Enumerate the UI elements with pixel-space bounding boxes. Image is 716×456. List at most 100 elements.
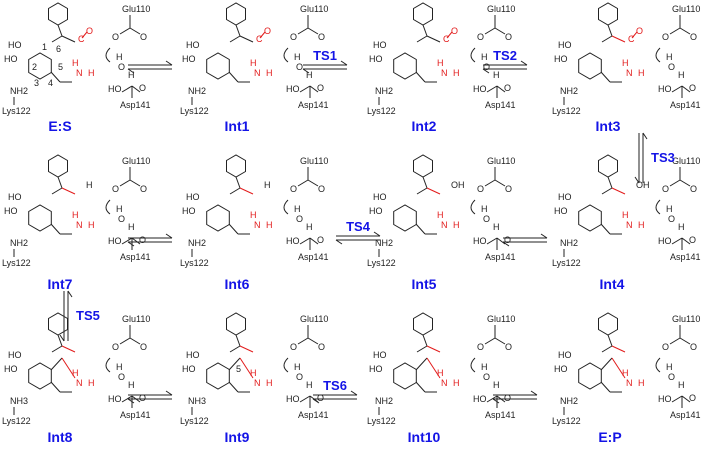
water-hydrogen: H bbox=[678, 70, 685, 80]
phenyl-ring bbox=[413, 2, 433, 26]
bond bbox=[530, 390, 538, 396]
bond bbox=[415, 223, 426, 235]
amine-hydrogen: H bbox=[453, 68, 460, 78]
bond bbox=[307, 179, 319, 187]
hydroxyl-label: HO bbox=[558, 192, 572, 202]
asp141-label: Asp141 bbox=[670, 100, 701, 110]
hydroxyl-label: HO bbox=[182, 54, 196, 64]
asp141-label: Asp141 bbox=[670, 410, 701, 420]
lys-amine: NH3 bbox=[10, 396, 28, 406]
hydroxyl-label: H bbox=[264, 180, 271, 190]
catechol-ring bbox=[28, 204, 52, 232]
water-hydrogen: H bbox=[481, 52, 488, 62]
water-oxygen: O bbox=[668, 214, 675, 224]
amine-hydrogen: H bbox=[72, 368, 79, 378]
water-hydrogen: H bbox=[116, 52, 123, 62]
amine-hydrogen: H bbox=[250, 210, 257, 220]
amine-hydrogen: H bbox=[437, 368, 444, 378]
bond bbox=[671, 85, 683, 93]
equilibrium-arrow: TS3 bbox=[634, 132, 675, 184]
glu-oxygen: O bbox=[140, 342, 147, 352]
bond bbox=[607, 176, 613, 189]
bond bbox=[239, 345, 254, 353]
amine-nitrogen: N bbox=[626, 68, 633, 78]
equilibrium-arrow: TS1 bbox=[302, 48, 348, 74]
amine-hydrogen: H bbox=[622, 368, 629, 378]
lys122-label: Lys122 bbox=[180, 416, 209, 426]
bond bbox=[297, 337, 309, 345]
water-hydrogen: H bbox=[128, 70, 135, 80]
equilibrium-arrow bbox=[127, 60, 173, 74]
water-oxygen: O bbox=[118, 62, 125, 72]
bond bbox=[484, 179, 496, 187]
bond bbox=[426, 357, 441, 379]
bond bbox=[50, 357, 63, 371]
intermediate-label: Int7 bbox=[48, 276, 73, 292]
ring-number: 3 bbox=[34, 78, 39, 88]
water-hydrogen: H bbox=[306, 222, 313, 232]
water-hydrogen: H bbox=[678, 222, 685, 232]
hydroxyl-label: HO bbox=[558, 40, 572, 50]
ring-number: 6 bbox=[56, 44, 61, 54]
glu-oxygen: O bbox=[690, 342, 697, 352]
lys122-label: Lys122 bbox=[552, 106, 581, 116]
amine-nitrogen: N bbox=[254, 68, 261, 78]
bond bbox=[302, 68, 310, 74]
lys122-label: Lys122 bbox=[367, 416, 396, 426]
glu110-label: Glu110 bbox=[487, 4, 515, 14]
catechol-ring bbox=[578, 362, 602, 390]
bond bbox=[335, 239, 343, 245]
asp-hydroxyl: HO bbox=[108, 236, 122, 246]
water-oxygen: O bbox=[668, 62, 675, 72]
bond bbox=[67, 290, 73, 298]
hydroxyl-label: HO bbox=[8, 40, 22, 50]
hydroxyl-label: HO bbox=[369, 54, 383, 64]
bond bbox=[486, 395, 498, 403]
bond bbox=[607, 334, 613, 347]
transition-state-label: TS4 bbox=[346, 219, 371, 234]
bond bbox=[601, 187, 613, 195]
glu-oxygen: O bbox=[477, 32, 484, 42]
carbonyl-carbon: C bbox=[256, 34, 263, 44]
asp141-label: Asp141 bbox=[120, 252, 151, 262]
amine-nitrogen: N bbox=[76, 68, 83, 78]
intermediate-label: E:P bbox=[598, 429, 621, 445]
bond bbox=[235, 176, 241, 189]
bond bbox=[121, 395, 133, 403]
intermediate-label: E:S bbox=[48, 118, 71, 134]
glu-oxygen: O bbox=[112, 184, 119, 194]
ring-number: 1 bbox=[42, 42, 47, 52]
bond bbox=[422, 176, 428, 189]
intermediate-label: Int3 bbox=[596, 118, 621, 134]
catechol-ring bbox=[393, 52, 417, 80]
bond bbox=[119, 179, 131, 187]
bond bbox=[494, 27, 506, 35]
transition-state-label: TS3 bbox=[651, 150, 675, 165]
carbonyl-carbon: C bbox=[628, 34, 635, 44]
asp-oxygen: O bbox=[689, 393, 696, 403]
bond bbox=[415, 357, 428, 371]
asp-hydroxyl: HO bbox=[658, 236, 672, 246]
glu-oxygen: O bbox=[477, 342, 484, 352]
bond bbox=[600, 71, 611, 83]
amine-hydrogen: H bbox=[266, 68, 273, 78]
glu110-label: Glu110 bbox=[122, 4, 150, 14]
asp-oxygen: O bbox=[317, 83, 324, 93]
bond bbox=[482, 68, 490, 74]
water-hydrogen: H bbox=[116, 204, 123, 214]
glu-oxygen: O bbox=[290, 32, 297, 42]
asp141-label: Asp141 bbox=[670, 252, 701, 262]
lys122-label: Lys122 bbox=[367, 106, 396, 116]
amine-hydrogen: H bbox=[437, 210, 444, 220]
catechol-ring bbox=[393, 362, 417, 390]
bond bbox=[426, 345, 441, 353]
bond bbox=[57, 176, 63, 189]
lys122-label: Lys122 bbox=[552, 258, 581, 268]
water-hydrogen: H bbox=[666, 362, 673, 372]
bond bbox=[446, 31, 453, 39]
phenyl-ring bbox=[226, 2, 246, 26]
amine-nitrogen: N bbox=[254, 378, 261, 388]
